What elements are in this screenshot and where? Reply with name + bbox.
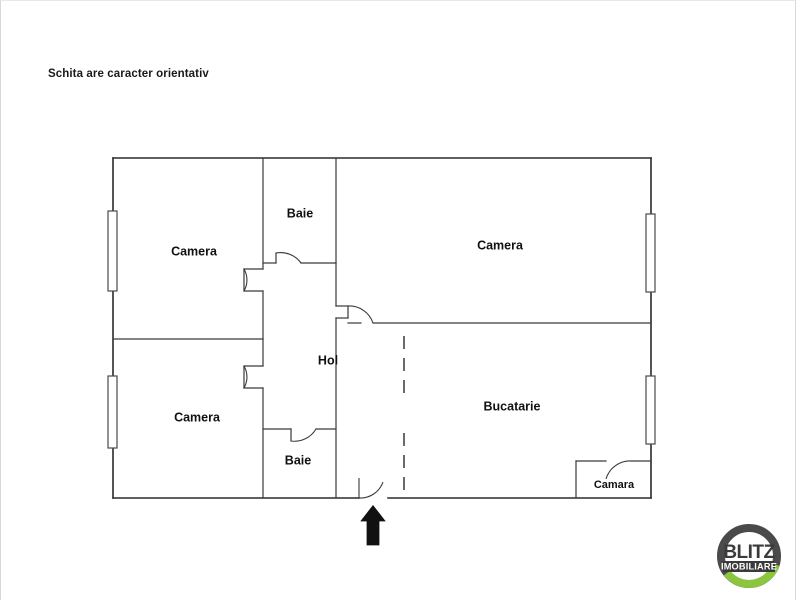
room-label-camera-right: Camera bbox=[477, 238, 524, 252]
logo-subtitle-text: IMOBILIARE bbox=[721, 562, 777, 572]
main-entrance-arrow bbox=[357, 503, 389, 547]
room-label-camera-top-left: Camera bbox=[171, 244, 218, 258]
window-right-top bbox=[645, 213, 656, 293]
logo-accent-arc-2 bbox=[723, 570, 750, 588]
room-label-baie-bottom: Baie bbox=[285, 453, 311, 467]
window-right-bottom bbox=[645, 375, 656, 445]
door-arcs bbox=[243, 252, 632, 499]
disclaimer-text: Schita are caracter orientativ bbox=[48, 68, 209, 80]
room-label-camera-bottom-left: Camera bbox=[174, 410, 221, 424]
window-left-bottom bbox=[107, 375, 118, 449]
logo-subtitle-band bbox=[723, 561, 775, 572]
room-label-bucatarie: Bucatarie bbox=[484, 399, 541, 413]
logo-brand-text: BLITZ bbox=[723, 542, 775, 563]
perimeter-walls bbox=[112, 157, 652, 499]
room-label-hol: Hol bbox=[318, 353, 338, 367]
blitz-imobiliare-logo: BLITZ IMOBILIARE bbox=[717, 524, 781, 588]
windows bbox=[107, 210, 656, 449]
interior-partitions bbox=[112, 157, 652, 499]
room-label-baie-top: Baie bbox=[287, 206, 313, 220]
room-labels: Camera Baie Camera Hol Camera Baie Bucat… bbox=[171, 206, 635, 491]
window-left-top bbox=[107, 210, 118, 292]
room-label-camara: Camara bbox=[594, 479, 635, 491]
